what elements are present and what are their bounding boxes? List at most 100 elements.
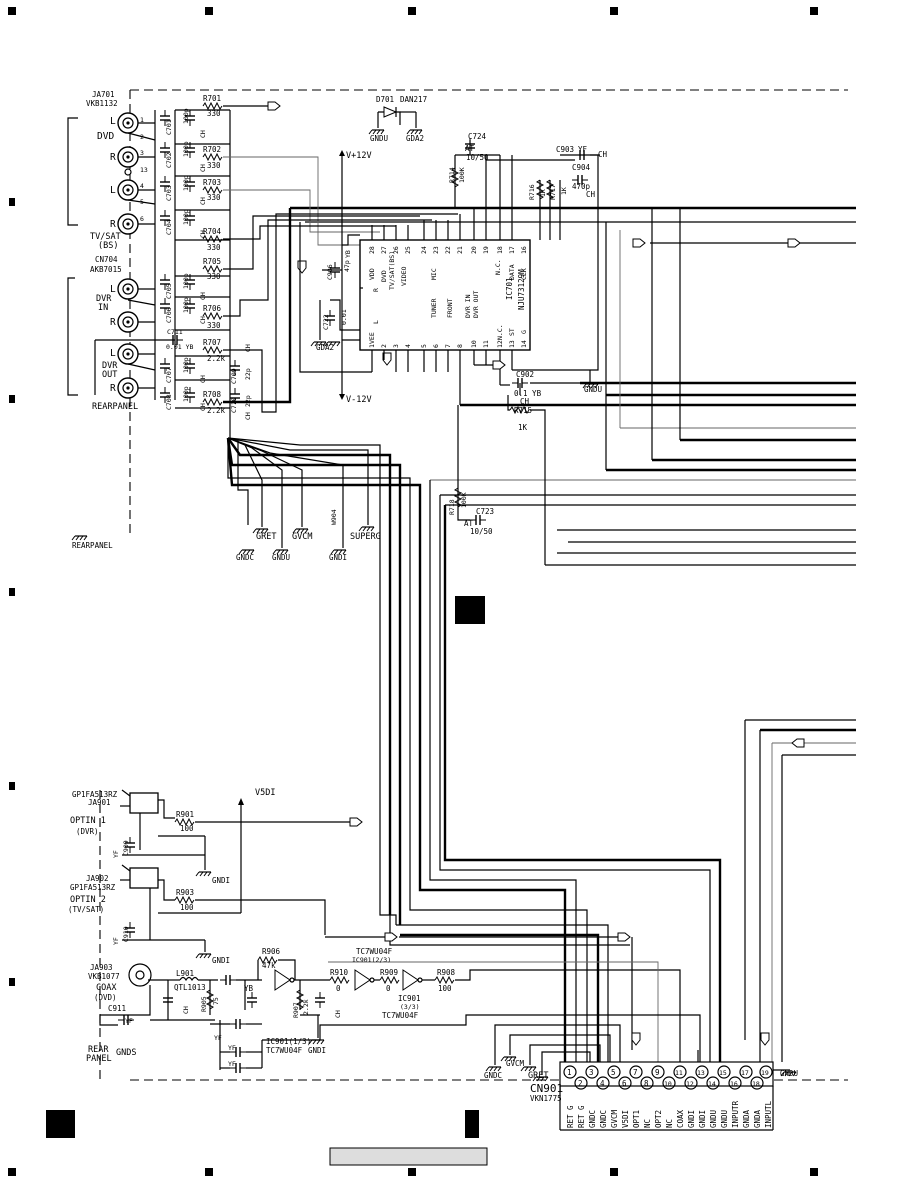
cn704-part: AKB7015	[90, 265, 122, 274]
ja701-ref: JA701	[92, 90, 115, 99]
ja701-part: VKB1132	[86, 99, 118, 108]
l901-ref: L901	[176, 969, 194, 978]
yf-label: YF	[228, 1044, 236, 1052]
ja902-part: GP1FA513RZ	[70, 883, 116, 892]
cn901-pin: 6	[622, 1079, 627, 1088]
ic701-top-pin: 23	[432, 246, 440, 254]
r909-ref: R910	[330, 968, 349, 977]
c727-val: 470p	[572, 182, 591, 191]
c726-val: YF	[578, 145, 588, 154]
ic701-pin-name: DVR OUT	[472, 291, 480, 318]
label-coax: COAX	[96, 983, 117, 993]
cn901-signal: GNDC	[599, 1110, 608, 1128]
c702-val: 100p	[182, 141, 190, 157]
ch-label: CH	[199, 292, 207, 300]
cn901-signal: COAX	[676, 1109, 685, 1128]
ic701-pin-name: G	[520, 330, 528, 334]
pin-13: 13	[140, 166, 148, 174]
cn901-pin: 1	[567, 1068, 572, 1077]
d701-part: DAN217	[400, 95, 427, 104]
c901-ref: C909	[122, 840, 130, 856]
ic701-top-pin: 27	[380, 246, 388, 254]
cn901-signal: INPUTL	[764, 1100, 773, 1128]
cn901-part: VKN1775	[530, 1094, 562, 1103]
c709-val: 22p	[244, 368, 252, 380]
ch-label: CH	[244, 344, 252, 352]
ic701-pin-name: VDD	[368, 268, 376, 280]
cn901-pin: 5	[611, 1068, 616, 1077]
cn901-pins: 1 2 3 4 5 6 7 8 9 10 11 12 13 14 15 16 1…	[563, 1065, 773, 1128]
ic701-bottom-pin: 2	[380, 344, 388, 348]
label-bs: (BS)	[98, 241, 118, 251]
r702-ref: R702	[203, 145, 221, 154]
cn901	[485, 1024, 797, 1131]
ic701-bottom-pin: 13	[508, 340, 516, 348]
ja903-part: VKB1077	[88, 972, 120, 981]
c706-val: 100p	[182, 297, 190, 313]
r704-val: 330	[207, 243, 221, 252]
label-rear-panel: REAR	[88, 1045, 109, 1055]
ic901a-ref: IC901(1/3)	[266, 1037, 311, 1046]
cn901-pin: 17	[741, 1069, 749, 1077]
c727-ref: C904	[572, 163, 591, 172]
ic701-top-pin: 24	[420, 246, 428, 254]
cn901-signal: GNDI	[687, 1110, 696, 1128]
ic701-bottom-pin: 11	[482, 340, 490, 348]
label-dvr-in: IN	[98, 303, 108, 313]
c723-ref: C723	[476, 507, 494, 516]
ch-label: CH	[520, 397, 530, 406]
r708-ref: R708	[203, 390, 222, 399]
c711-val: 0.01 YB	[166, 343, 193, 351]
ic701-top-pin: 18	[496, 246, 504, 254]
r703-ref: R703	[203, 178, 221, 187]
ic701-bottom-pin: 10	[470, 340, 478, 348]
gnd-rearpanel: REARPANEL	[72, 541, 113, 550]
optical-inputs	[120, 789, 641, 1050]
ch-label: CH	[598, 150, 608, 159]
r714-val: 100K	[458, 167, 466, 183]
yb-label: YB	[344, 250, 352, 258]
w904-ref: W904	[330, 509, 338, 525]
ic701-top-pin: 16	[520, 246, 528, 254]
label-dvr-out: DVR	[102, 361, 118, 371]
cn901-pin: 10	[664, 1080, 672, 1088]
jack-ja701	[67, 112, 175, 399]
gnd-gret: GRET	[528, 1071, 548, 1081]
gnd-gndu: GNDU	[584, 385, 602, 394]
c724-ref: C724	[468, 132, 487, 141]
ic701-pin-name: N.C.	[496, 324, 504, 340]
coax-input	[99, 956, 701, 1074]
ic701-top-pin: 25	[404, 246, 412, 254]
cn901-ref: CN901	[530, 1082, 563, 1095]
gnd-gvcm: GVCM	[506, 1059, 525, 1068]
ic701-top-pin: 28	[368, 246, 376, 254]
label-L: L	[110, 348, 116, 359]
c709-ref: C709	[230, 368, 238, 384]
c729-val: 47p	[343, 260, 351, 272]
cn901-pin: 7	[633, 1068, 638, 1077]
l901-part: QTL1013	[174, 983, 206, 992]
label-dvr-in: DVR	[96, 294, 112, 304]
r715-val: 1K	[518, 423, 528, 432]
r716-val: 1K	[539, 189, 547, 197]
ic701-bottom-pin: 3	[392, 344, 400, 348]
ic701-pin-name: DVD	[380, 270, 388, 282]
cn901-pin: 4	[600, 1079, 605, 1088]
ic701-ref: IC701	[505, 277, 514, 300]
cn901-signal: OPT1	[632, 1110, 641, 1128]
ic901c-ref: IC901	[398, 994, 421, 1003]
label-dvd: DVD	[97, 131, 114, 142]
c903-ref: C911	[108, 1004, 126, 1013]
ic701-pin-name: DATA	[508, 264, 516, 280]
v5di-label: V5DI	[255, 788, 275, 798]
cn901-pin: 3	[589, 1068, 594, 1077]
ja901-part: GP1FA513RZ	[72, 790, 118, 799]
ch-label: CH	[199, 316, 207, 324]
ic701-bottom-pin: 4	[404, 344, 412, 348]
power-rails	[310, 150, 392, 400]
c725-ref: C902	[516, 370, 534, 379]
cn901-signal: GNDC	[588, 1110, 597, 1128]
ic701-pin-name: TUNER	[430, 298, 438, 318]
label-optin1-sub: (DVR)	[76, 827, 99, 836]
label-L: L	[110, 185, 116, 196]
